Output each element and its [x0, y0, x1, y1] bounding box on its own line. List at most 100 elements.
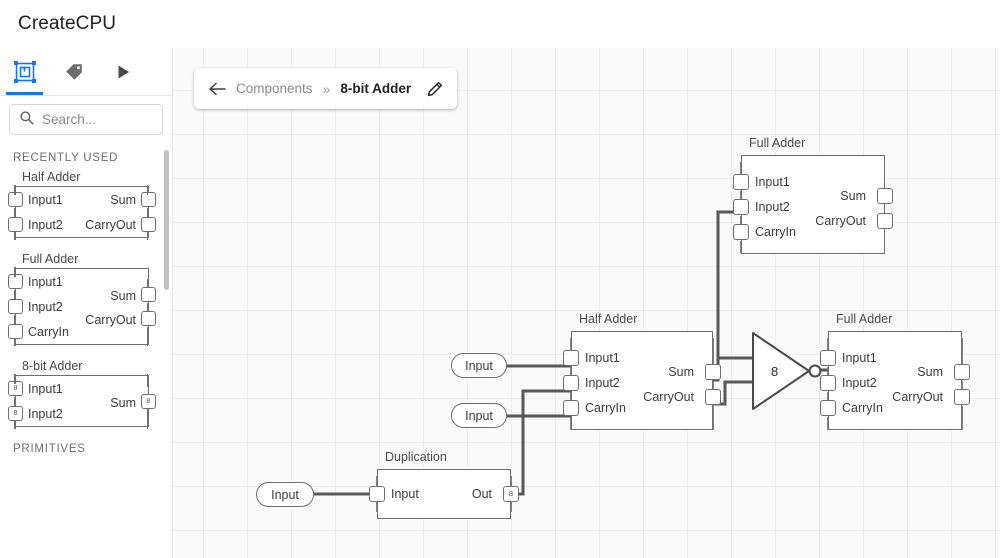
palette-pin-input[interactable] — [8, 324, 23, 339]
node-pin-label: Out — [471, 487, 492, 501]
palette-item-full-adder[interactable]: Full Adder Input1 Input2 Sum CarryOut — [0, 252, 172, 346]
node-pin-label: Sum — [917, 365, 943, 379]
node-pin-label: Input — [391, 487, 419, 501]
palette-pin-label: Input2 — [28, 217, 63, 232]
io-pill-label: Input — [465, 358, 493, 373]
node-pin-input2[interactable] — [733, 199, 749, 215]
node-pin-label: CarryIn — [585, 401, 626, 415]
node-pin-sum[interactable] — [877, 188, 893, 204]
node-pin-input1[interactable] — [563, 350, 579, 366]
palette-pin-input[interactable] — [8, 217, 23, 232]
node-title: Duplication — [385, 450, 447, 464]
palette-pin-input[interactable]: 8 — [8, 381, 23, 396]
node-title: Full Adder — [749, 136, 806, 150]
palette-pin-label: Sum — [110, 192, 136, 207]
node-pin-out[interactable]: 8 — [503, 486, 519, 502]
play-icon — [114, 63, 132, 81]
node-pin-label: Input2 — [755, 200, 790, 214]
search-container: Search... — [0, 96, 172, 135]
node-pin-input2[interactable] — [563, 375, 579, 391]
palette-pin-output[interactable] — [141, 192, 156, 207]
node-pin-carryin[interactable] — [733, 224, 749, 240]
node-pin-carryout[interactable] — [705, 389, 721, 405]
node-pin-carryin[interactable] — [820, 400, 836, 416]
schematic-canvas[interactable]: Components » 8-bit Adder Full Adder Inpu… — [173, 48, 1000, 558]
palette-pin-input[interactable] — [8, 299, 23, 314]
node-pin-sum[interactable] — [705, 364, 721, 380]
io-pill-input-2[interactable]: Input — [451, 403, 507, 428]
node-pin-input[interactable] — [369, 486, 385, 502]
node-full-adder-right[interactable]: Full Adder Input1 Input2 CarryIn Sum Car… — [820, 312, 970, 430]
breadcrumb: Components » 8-bit Adder — [194, 68, 458, 109]
sidebar-scrollbar[interactable] — [164, 150, 169, 290]
node-title: Full Adder — [836, 312, 893, 326]
node-pin-input1[interactable] — [820, 350, 836, 366]
palette-item-title: Full Adder — [22, 252, 79, 266]
io-pill-label: Input — [465, 408, 493, 423]
palette-pin-label: Sum — [110, 396, 136, 410]
palette-pin-output[interactable]: 8 — [141, 394, 156, 409]
palette-pin-label: Input2 — [28, 406, 63, 421]
palette-item-8bit-adder[interactable]: 8-bit Adder 8 Input1 8 Input2 8 Sum — [0, 359, 172, 429]
node-body[interactable] — [828, 331, 962, 430]
node-pin-carryout[interactable] — [954, 389, 970, 405]
node-pin-label: Input1 — [755, 175, 790, 189]
palette-pin-input[interactable]: 8 — [8, 406, 23, 421]
breadcrumb-current: 8-bit Adder — [340, 81, 412, 96]
back-arrow-icon[interactable] — [208, 81, 226, 97]
sidebar-tabbar — [0, 48, 172, 96]
node-duplication[interactable]: Duplication Input 8 Out — [369, 450, 519, 519]
section-recently-used: RECENTLY USED — [13, 152, 119, 164]
io-pill-label: Input — [271, 487, 299, 502]
search-placeholder: Search... — [42, 112, 97, 127]
search-icon — [19, 110, 34, 130]
node-pin-input1[interactable] — [733, 174, 749, 190]
node-pin-label: Sum — [668, 365, 694, 379]
palette-pin-label: Input1 — [28, 274, 63, 289]
node-body[interactable] — [571, 331, 713, 430]
node-pin-label: CarryOut — [643, 390, 694, 404]
component-icon — [13, 60, 36, 83]
node-title: Half Adder — [579, 312, 638, 326]
node-pin-input2[interactable] — [820, 375, 836, 391]
search-input[interactable]: Search... — [9, 104, 163, 135]
node-full-adder-top[interactable]: Full Adder Input1 Input2 CarryIn Sum Car… — [733, 136, 893, 254]
palette-item-half-adder[interactable]: Half Adder Input1 Sum Input2 CarryOut — [0, 170, 172, 240]
node-pin-sum[interactable] — [954, 364, 970, 380]
node-pin-label: Input2 — [585, 376, 620, 390]
palette-pin-label: CarryIn — [28, 324, 69, 339]
node-body[interactable] — [741, 155, 885, 254]
palette-item-title: Half Adder — [22, 170, 81, 184]
components-tab[interactable] — [0, 49, 49, 95]
palette-pin-label: Input2 — [28, 299, 63, 314]
io-pill-input-3[interactable]: Input — [256, 482, 314, 507]
node-bus-merge[interactable]: 8 — [751, 331, 831, 411]
palette-pin-output[interactable] — [141, 287, 156, 302]
io-pill-input-1[interactable]: Input — [451, 353, 507, 378]
pencil-edit-icon[interactable] — [427, 81, 443, 97]
bus-width-label: 8 — [771, 364, 779, 379]
tags-tab[interactable] — [49, 49, 98, 95]
node-pin-label: Input2 — [842, 376, 877, 390]
node-pin-label: Input1 — [842, 351, 877, 365]
run-tab[interactable] — [98, 49, 147, 95]
palette-pin-output[interactable] — [141, 311, 156, 326]
palette-pin-output[interactable] — [141, 217, 156, 232]
node-half-adder[interactable]: Half Adder Input1 Input2 CarryIn Sum Car… — [563, 312, 721, 430]
palette-pin-label: CarryOut — [85, 313, 136, 327]
node-pin-label: CarryIn — [842, 401, 883, 415]
node-pin-label: Input1 — [585, 351, 620, 365]
node-pin-label: CarryIn — [755, 225, 796, 239]
node-pin-label: CarryOut — [892, 390, 943, 404]
tag-icon — [64, 62, 84, 82]
breadcrumb-root[interactable]: Components — [236, 81, 313, 96]
node-body[interactable] — [377, 469, 511, 519]
palette-pin-label: Sum — [110, 289, 136, 303]
palette-pin-label: CarryOut — [85, 217, 136, 232]
node-pin-carryin[interactable] — [563, 400, 579, 416]
node-pin-carryout[interactable] — [877, 213, 893, 229]
breadcrumb-separator: » — [322, 80, 331, 97]
palette-pin-label: Input1 — [28, 381, 63, 396]
canvas-content: Components » 8-bit Adder Full Adder Inpu… — [173, 48, 1000, 558]
